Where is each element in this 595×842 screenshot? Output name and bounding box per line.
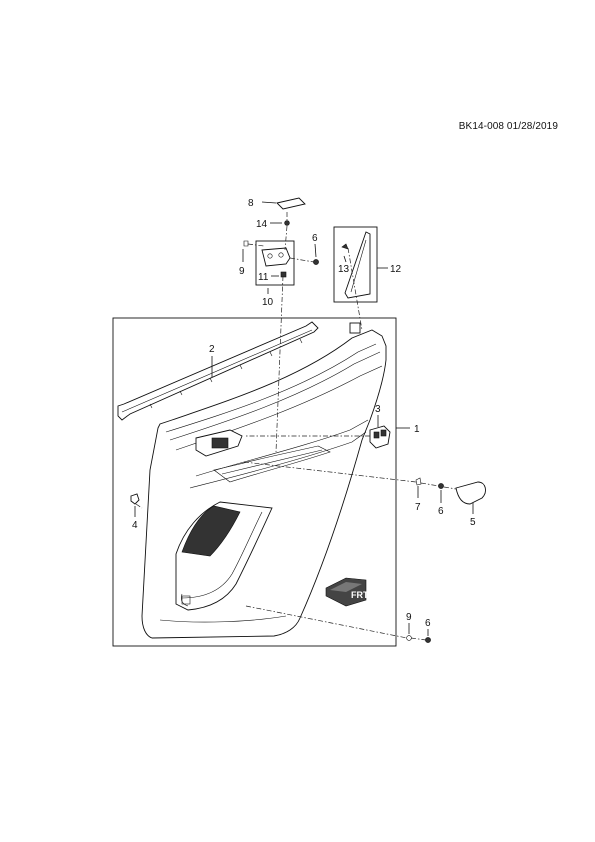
screw-14	[284, 220, 290, 226]
assembly-frame	[112, 317, 397, 647]
clip-7	[415, 477, 422, 486]
assembly-lines	[135, 212, 457, 641]
callout-14: 14	[256, 219, 268, 230]
screw-6-mid	[438, 483, 444, 489]
clip-9-upper	[243, 240, 249, 247]
front-direction-arrow: FRT	[325, 577, 369, 607]
screw-6-upper	[313, 259, 319, 265]
clip-4	[130, 493, 140, 505]
leader-lines	[134, 201, 474, 636]
corner-trim-piece	[344, 231, 371, 299]
callout-9-lower: 9	[406, 612, 412, 623]
callout-4: 4	[132, 520, 138, 531]
screw-6-lower	[425, 637, 431, 643]
pull-cup-cover	[455, 481, 486, 505]
callout-1: 1	[414, 424, 420, 435]
door-trim-panel	[141, 322, 387, 639]
callout-9-upper: 9	[239, 266, 245, 277]
callout-13: 13	[338, 264, 350, 275]
cover-plate	[276, 197, 306, 210]
callout-10: 10	[262, 297, 274, 308]
svg-text:FRT: FRT	[351, 590, 369, 600]
callout-5: 5	[470, 517, 476, 528]
bracket-assembly-frame	[255, 240, 295, 286]
window-switch	[369, 425, 391, 449]
callout-6-mid: 6	[438, 506, 444, 517]
callout-2: 2	[209, 344, 215, 355]
callout-labels: 1 2 3 4 5 6 6 6 7 8 9 9 10 11 12 13 14	[132, 198, 476, 629]
clip-9-lower	[406, 635, 412, 641]
belt-molding	[117, 321, 319, 421]
callout-6-lower: 6	[425, 618, 431, 629]
callout-8: 8	[248, 198, 254, 209]
callout-6-upper: 6	[312, 233, 318, 244]
callout-7: 7	[415, 502, 421, 513]
callout-3: 3	[375, 404, 381, 415]
clip-13	[341, 243, 349, 250]
callout-11: 11	[258, 272, 269, 283]
corner-trim-frame	[333, 226, 378, 303]
small-clip-11	[280, 271, 287, 278]
callout-12: 12	[390, 264, 402, 275]
document-id: BK14-008 01/28/2019	[458, 121, 558, 132]
bracket-part	[261, 247, 291, 267]
